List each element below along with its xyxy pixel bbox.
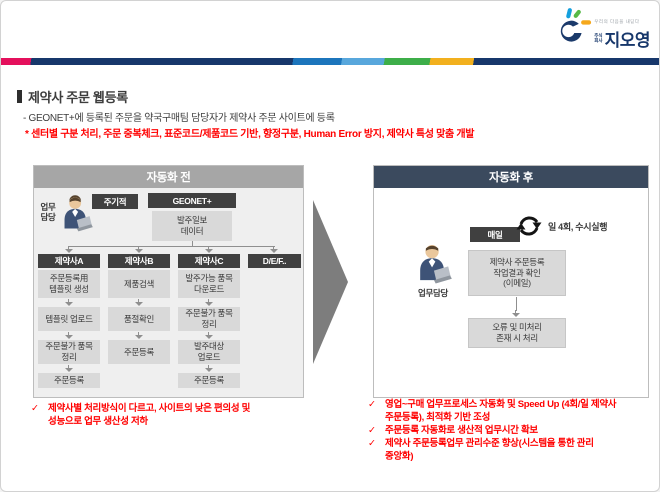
branch-arrow-d xyxy=(270,246,278,253)
flow-box: 주문불가 품목 정리 xyxy=(178,307,240,331)
flow-arrow xyxy=(65,299,73,306)
flow-box: 주문등록 xyxy=(108,340,170,364)
flow-arrow xyxy=(135,332,143,339)
after-benefit-text-2: 주문등록 자동화로 생산적 업무시간 확보 xyxy=(385,425,538,436)
flow-arrow xyxy=(205,332,213,339)
transition-arrow-icon xyxy=(313,200,348,364)
worker-icon xyxy=(59,194,93,239)
after-panel-title: 자동화 후 xyxy=(374,166,648,188)
check-icon: ✓ xyxy=(368,399,376,410)
before-issue-note: ✓ 제약사별 처리방식이 다르고, 사이트의 낮은 편의성 및 성능으로 업무 … xyxy=(31,402,343,428)
flow-box: 발주가능 품목 다운로드 xyxy=(178,270,240,298)
flow-box: 주문불가 품목 정리 xyxy=(38,340,100,364)
pharma-b-header: 제약사B xyxy=(108,254,170,268)
after-benefit-note-3: ✓ 제약사 주문등록업무 관리수준 향상(시스템을 통한 관리 중앙화) xyxy=(368,437,656,463)
connector-stem xyxy=(192,241,193,246)
check-icon: ✓ xyxy=(368,438,376,449)
flow-box: 주문등록 xyxy=(38,373,100,388)
after-automation-panel: 자동화 후 매일 일 4회, 수시실행 업무담당 제약사 주문등록 작업결과 확… xyxy=(373,165,649,398)
pharma-c-header: 제약사C xyxy=(178,254,240,268)
error-handling-box: 오류 및 미처리 존재 시 처리 xyxy=(468,318,566,348)
logo-text: 우리의 다음을 내딛다 주식 회사 지오영 xyxy=(594,19,650,51)
daily-badge: 매일 xyxy=(470,227,520,242)
flow-arrow xyxy=(135,299,143,306)
refresh-cycle-icon xyxy=(514,211,544,246)
flow-arrow xyxy=(512,310,520,317)
geonet-badge: GEONET+ xyxy=(148,193,236,208)
result-check-box: 제약사 주문등록 작업결과 확인 (이메일) xyxy=(468,250,566,296)
before-panel-title: 자동화 전 xyxy=(34,166,303,188)
flow-arrow xyxy=(205,299,213,306)
flow-arrow xyxy=(65,332,73,339)
before-automation-panel: 자동화 전 업무 담당 주기적 GEONET+ 발주일보 데이터 제약사A 제약… xyxy=(33,165,304,398)
logo-tagline: 우리의 다음을 내딛다 xyxy=(594,19,640,24)
pharma-a-header: 제약사A xyxy=(38,254,100,268)
check-icon: ✓ xyxy=(368,425,376,436)
worker-icon xyxy=(414,242,452,291)
flow-box: 제품검색 xyxy=(108,270,170,298)
branch-arrow-a xyxy=(65,246,73,253)
flow-box: 템플릿 업로드 xyxy=(38,307,100,331)
flow-box: 발주대상 업로드 xyxy=(178,340,240,364)
after-actor-label: 업무담당 xyxy=(417,288,449,298)
title-bullet-bar xyxy=(17,90,22,103)
logo-company-name: 지오영 xyxy=(604,31,651,50)
periodic-badge: 주기적 xyxy=(92,194,138,209)
branch-arrow-c xyxy=(205,246,213,253)
before-issue-text: 제약사별 처리방식이 다르고, 사이트의 낮은 편의성 및 성능으로 업무 생산… xyxy=(48,403,251,427)
page-subtitle: - GEONET+에 등록된 주문을 약국구매팀 담당자가 제약사 주문 사이트… xyxy=(23,113,335,124)
logo-prefix: 주식 회사 xyxy=(594,32,603,43)
before-actor-label: 업무 담당 xyxy=(40,202,56,223)
after-benefit-note-2: ✓ 주문등록 자동화로 생산적 업무시간 확보 xyxy=(368,424,656,437)
after-benefit-text-1: 영업~구매 업무프로세스 자동화 및 Speed Up (4회/일 제약사 주문… xyxy=(385,399,617,423)
flow-box: 주문등록 xyxy=(178,373,240,388)
page-highlight-note: * 센터별 구분 처리, 주문 중복체크, 표준코드/제품코드 기반, 향정구분… xyxy=(25,129,475,140)
after-benefit-note-1: ✓ 영업~구매 업무프로세스 자동화 및 Speed Up (4회/일 제약사 … xyxy=(368,398,656,424)
order-report-box: 발주일보 데이터 xyxy=(152,211,232,241)
after-benefit-text-3: 제약사 주문등록업무 관리수준 향상(시스템을 통한 관리 중앙화) xyxy=(385,438,594,462)
flow-arrow xyxy=(65,365,73,372)
flow-arrow xyxy=(205,365,213,372)
company-logo: 우리의 다음을 내딛다 주식 회사 지오영 xyxy=(552,7,651,54)
flow-box: 주문등록用 템플릿 생성 xyxy=(38,270,100,298)
flow-box: 품절확인 xyxy=(108,307,170,331)
flow-stem xyxy=(516,297,517,311)
check-icon: ✓ xyxy=(31,403,39,414)
brand-color-bar xyxy=(1,58,659,65)
branch-arrow-b xyxy=(135,246,143,253)
logo-mark-icon xyxy=(552,7,592,54)
connector-branch xyxy=(69,246,275,247)
page-title: 제약사 주문 웹등록 xyxy=(28,90,128,105)
cycle-frequency-note: 일 4회, 수시실행 xyxy=(548,222,608,232)
pharma-def-header: D/E/F.. xyxy=(248,254,301,268)
